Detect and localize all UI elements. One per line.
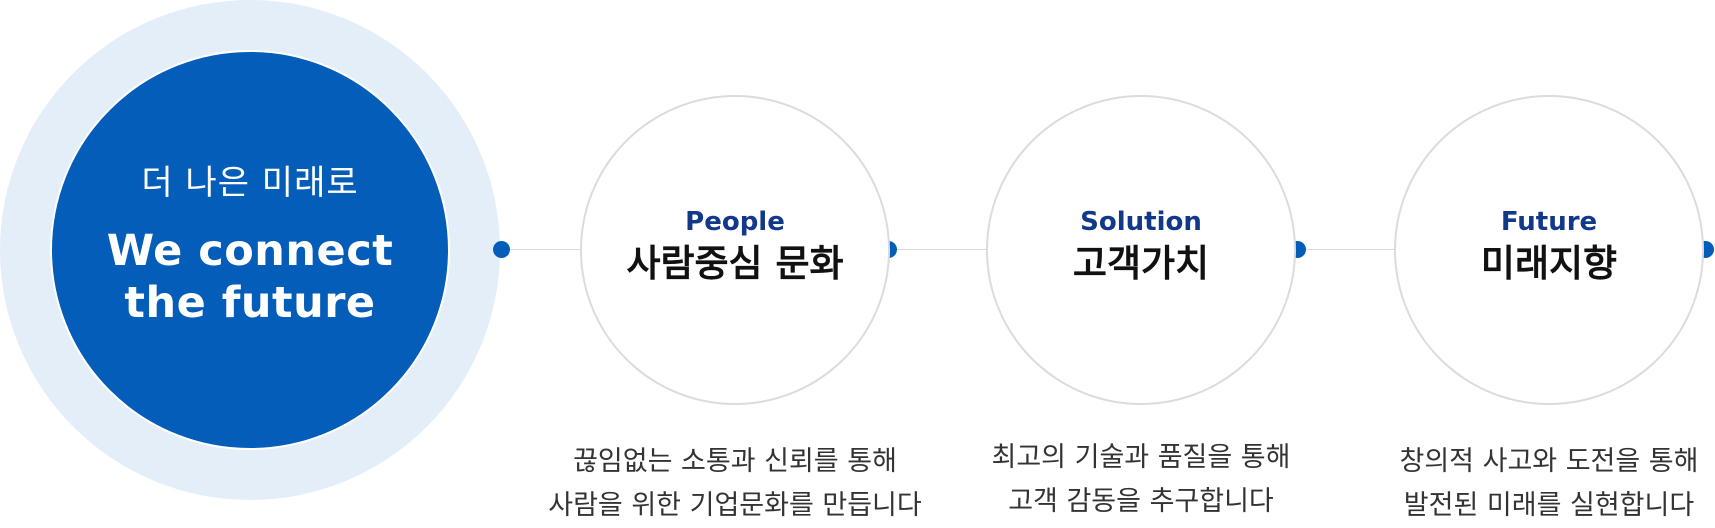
value-korean-label: 고객가치	[1072, 242, 1210, 285]
value-english-label: Future	[1500, 207, 1598, 237]
description-line: 사람을 위한 기업문화를 만듭니다	[548, 490, 922, 521]
hero-title: We connect the future	[107, 225, 394, 329]
description-line: 창의적 사고와 도전을 통해	[1399, 446, 1699, 477]
description-line: 고객 감동을 추구합니다	[1008, 486, 1274, 517]
value-korean-label: 사람중심 문화	[626, 242, 844, 285]
value-description-solution: 최고의 기술과 품질을 통해 고객 감동을 추구합니다	[926, 436, 1356, 524]
hero-title-line1: We connect	[106, 226, 394, 276]
value-description-future: 창의적 사고와 도전을 통해 발전된 미래를 실현합니다	[1334, 440, 1715, 528]
value-description-people: 끊임없는 소통과 신뢰를 통해 사람을 위한 기업문화를 만듭니다	[520, 440, 950, 528]
description-line: 최고의 기술과 품질을 통해	[991, 442, 1291, 473]
value-circle-future: Future 미래지향	[1394, 95, 1704, 405]
value-korean-label: 미래지향	[1480, 242, 1618, 285]
connector-dot	[493, 241, 510, 258]
connector-line	[508, 249, 580, 250]
value-english-label: People	[685, 207, 785, 237]
description-line: 발전된 미래를 실현합니다	[1403, 490, 1695, 521]
value-english-label: Solution	[1080, 207, 1202, 237]
value-circle-people: People 사람중심 문화	[580, 95, 890, 405]
connector-line	[1304, 249, 1394, 250]
hero-subtitle: 더 나은 미래로	[141, 163, 359, 203]
connector-line	[896, 249, 986, 250]
hero-title-line2: the future	[124, 278, 376, 328]
value-circle-solution: Solution 고객가치	[986, 95, 1296, 405]
hero-circle: 더 나은 미래로 We connect the future	[50, 50, 450, 450]
description-line: 끊임없는 소통과 신뢰를 통해	[573, 446, 897, 477]
